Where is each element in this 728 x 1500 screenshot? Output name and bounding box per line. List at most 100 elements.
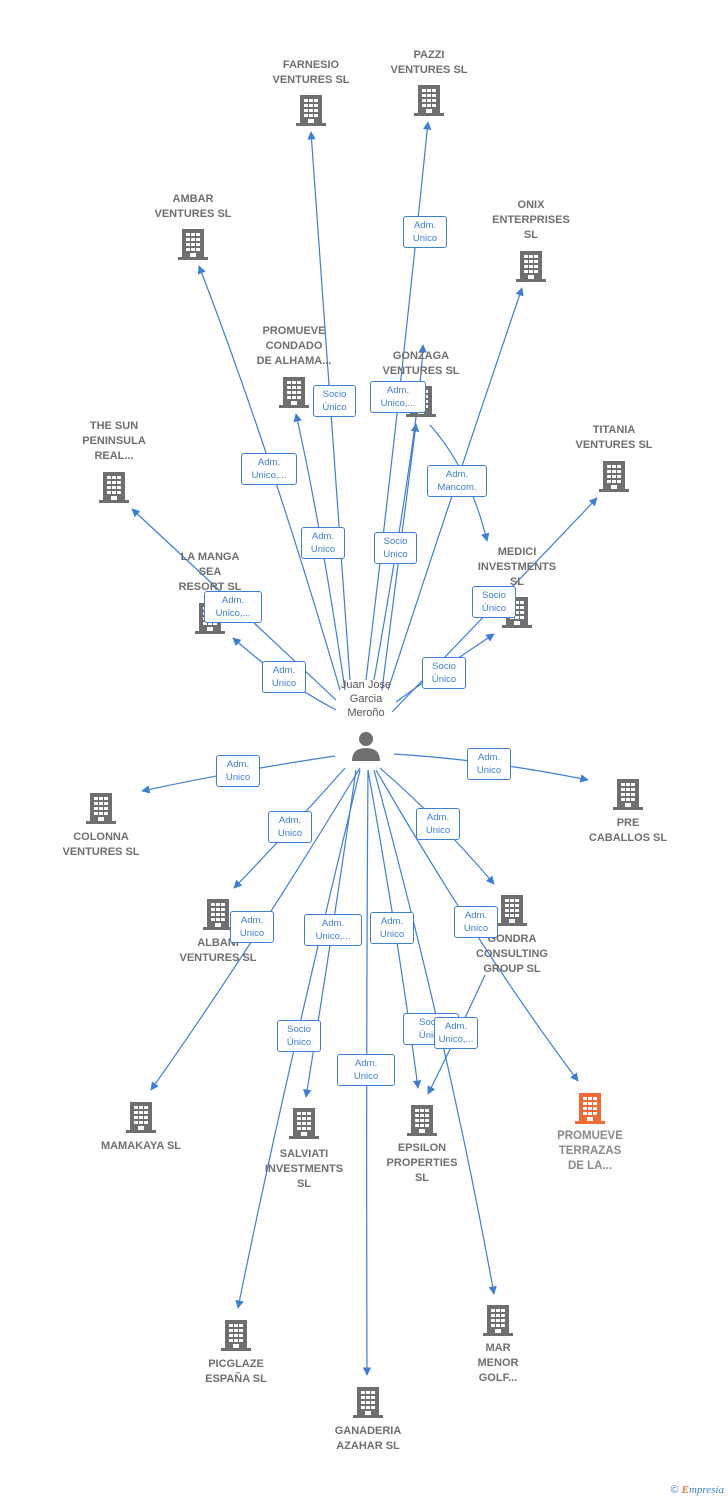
company-label-line: PENINSULA: [82, 435, 146, 447]
company-label-line: MAR: [485, 1342, 511, 1354]
building-icon-salviati[interactable]: [289, 1108, 319, 1139]
company-label-line: COLONNA: [73, 831, 129, 843]
relation-label-e-mamakaya[interactable]: Adm.Unico: [230, 911, 274, 943]
relation-label-line: Adm.: [380, 916, 404, 927]
company-label-line: CONDADO: [265, 340, 323, 352]
company-label-line: CONSULTING: [476, 948, 548, 960]
company-label-line: LA MANGA: [180, 551, 240, 563]
relation-label-e-onix[interactable]: Adm.Mancom.: [427, 465, 487, 497]
relation-label-line: Unico: [383, 549, 408, 560]
building-icon-titania[interactable]: [599, 461, 629, 492]
company-label-line: EPSILON: [397, 1142, 447, 1154]
building-icon-onix[interactable]: [516, 251, 546, 282]
building-icon-pre-caballos[interactable]: [613, 779, 643, 810]
building-icon-mar-menor[interactable]: [483, 1305, 513, 1336]
company-label-line: VENTURES SL: [154, 208, 232, 220]
building-icon-ambar[interactable]: [178, 229, 208, 260]
footer-brand: ©Empresia: [671, 1484, 725, 1496]
relation-label-e-precaballos[interactable]: Adm.Unico: [467, 748, 511, 780]
relation-label-e-terrazas[interactable]: Adm.Unico: [454, 906, 498, 938]
building-icon-promueve-terrazas[interactable]: [575, 1093, 605, 1124]
company-label-line: GOLF...: [478, 1372, 518, 1384]
relation-label-e-epsilon[interactable]: Adm.Unico: [370, 912, 414, 944]
copyright-symbol: ©: [670, 1484, 679, 1496]
relation-label-line: Mancom.: [437, 482, 477, 493]
relation-label-line: Socio: [419, 1017, 443, 1028]
building-icon-ganaderia[interactable]: [353, 1387, 383, 1418]
company-label-line: TERRAZAS: [558, 1145, 622, 1157]
company-label-line: VENTURES SL: [272, 74, 350, 86]
company-label-line: THE SUN: [89, 420, 139, 432]
company-label-mamakaya[interactable]: MAMAKAYA SL: [76, 1139, 206, 1154]
relation-label-e-salviati[interactable]: Adm.Unico,...: [304, 914, 362, 946]
company-label-line: PICGLAZE: [208, 1358, 264, 1370]
relation-label-line: Unico,...: [251, 470, 287, 481]
building-icon-farnesio[interactable]: [296, 95, 326, 126]
company-label-line: PROPERTIES: [386, 1157, 458, 1169]
person-label-line: Juan Jose: [340, 679, 392, 691]
edge-line: [373, 344, 427, 681]
building-icon-colonna[interactable]: [86, 793, 116, 824]
relation-label-line: Adm.: [221, 595, 245, 606]
relation-label-line: Unico: [271, 678, 297, 689]
relation-label-e-lamanga[interactable]: Adm.Unico: [262, 661, 306, 693]
company-label-line: VENTURES SL: [575, 439, 653, 451]
relation-label-e-ambar[interactable]: Adm.Unico,...: [241, 453, 297, 485]
company-label-line: MENOR: [477, 1357, 519, 1369]
relation-label-e-albani[interactable]: Adm.Unico: [268, 811, 312, 843]
building-icon-albani[interactable]: [203, 899, 233, 930]
relation-label-e-gonzaga[interactable]: Adm.Unico,...: [370, 381, 426, 413]
building-icon-pazzi[interactable]: [414, 85, 444, 116]
building-icon-epsilon[interactable]: [407, 1105, 437, 1136]
company-label-line: PAZZI: [413, 49, 445, 61]
relation-label-e-sun[interactable]: Adm.Unico,...: [204, 591, 262, 623]
relation-label-e-gondra[interactable]: Adm.Unico: [416, 808, 460, 840]
relation-label-line: Adm.: [354, 1058, 378, 1069]
company-label-sun-peninsula[interactable]: THE SUN PENINSULA REAL...: [49, 419, 179, 464]
relation-label-line: Único: [418, 1030, 444, 1041]
building-icon-gondra[interactable]: [497, 895, 527, 926]
relation-label-line: Unico,...: [438, 1034, 474, 1045]
company-label-line: SL: [296, 1178, 312, 1190]
company-label-line: INVESTMENTS: [264, 1163, 344, 1175]
company-label-line: REAL...: [94, 450, 134, 462]
building-icon-mamakaya[interactable]: [126, 1102, 156, 1133]
relation-label-e-marmenor[interactable]: Adm.Unico: [337, 1054, 395, 1086]
relation-label-e-pazzi[interactable]: Adm.Unico: [403, 216, 447, 248]
building-icon-sun-peninsula[interactable]: [99, 472, 129, 503]
relation-label-e-ganaderia[interactable]: Adm.Unico,...: [434, 1017, 478, 1049]
relation-label-e-condado[interactable]: Adm.Unico: [301, 527, 345, 559]
company-label-line: PROMUEVE: [557, 1130, 623, 1142]
building-icon-picglaze[interactable]: [221, 1320, 251, 1351]
person-icon[interactable]: [352, 732, 380, 761]
relation-label-line: Unico: [225, 772, 251, 783]
building-icon-promueve-condado[interactable]: [279, 377, 309, 408]
company-label-mar-menor[interactable]: MAR MENOR GOLF...: [433, 1341, 563, 1386]
relation-label-e-colonna[interactable]: Adm.Unico: [216, 755, 260, 787]
relation-label-line: Único: [322, 402, 347, 413]
